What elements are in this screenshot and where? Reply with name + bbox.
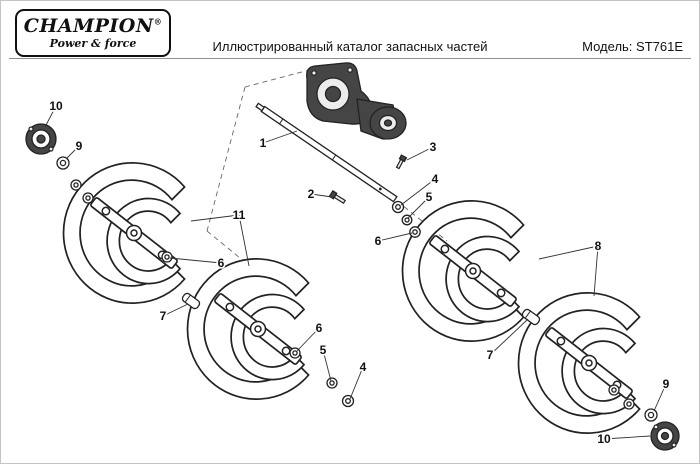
bearing-assembly-left [25,123,57,155]
auger-blade-right-upper [401,199,525,343]
washers-left [70,179,94,204]
locknut-left [161,251,173,263]
auger-blade-left-upper [62,161,186,305]
bolt-part-3 [395,154,408,170]
washer-stack-shaft-end [391,200,421,238]
callout-leader-line [489,318,529,356]
callout-leader-line [406,146,434,161]
callout-number: 9 [663,377,670,391]
callout-number: 7 [487,348,494,362]
callout-leader-line [190,214,240,222]
callout-number: 1 [260,136,267,150]
callout-leader-line [44,105,57,128]
callout-number: 6 [218,256,225,270]
auger-shaft [255,102,398,203]
washer-left-9 [56,156,70,170]
callout-leader-line [238,214,250,267]
champion-logo: CHAMPION® Power & force [15,9,171,57]
callout-number: 6 [316,321,323,335]
callout-leader-line [538,245,599,260]
callout-number: 9 [76,139,83,153]
hardware-right-end [608,384,658,422]
header-divider [9,58,691,59]
callout-leader-line [162,303,189,317]
callout-leader-line [407,196,430,219]
callout-number: 10 [597,432,611,446]
auger-blade-right-lower [517,291,641,435]
callout-layer: 10 9 1 2 3 4 5 6 11 6 7 6 5 4 7 8 9 10 [44,97,671,448]
callout-number: 2 [308,187,315,201]
callout-number: 3 [430,140,437,154]
callout-leader-line [603,435,651,440]
registered-trademark-symbol: ® [153,16,163,27]
callout-leader-line [296,327,320,352]
callout-leader-line [169,257,222,264]
bearing-assembly-right [650,421,680,451]
gearbox [306,62,407,140]
callout-leader-line [400,178,436,206]
callout-leader-line [322,349,332,382]
callout-number: 8 [595,239,602,253]
callout-number: 7 [160,309,167,323]
exploded-parts-diagram: 10 9 1 2 3 4 5 6 11 6 7 6 5 4 7 8 9 10 [25,62,680,451]
logo-brand-text: CHAMPION® [23,14,163,37]
callout-leader-line [349,366,364,400]
callout-number: 5 [320,343,327,357]
model-label: Модель: ST761E [582,39,683,54]
callout-number: 11 [233,208,246,222]
callout-number: 10 [49,99,63,113]
callout-leader-line [310,193,333,198]
callout-number: 4 [360,360,367,374]
callout-leader-line [653,383,667,412]
callout-number: 6 [375,234,382,248]
auger-blade-left-lower [186,257,310,401]
page-title: Иллюстрированный каталог запасных частей [212,39,488,54]
callout-leader-line [262,130,298,144]
callout-leader-line [377,232,413,242]
callout-number: 4 [432,172,439,186]
callout-leader-line [65,145,80,160]
bolt-part-2 [328,190,347,205]
callout-leader-line [593,245,599,297]
logo-tagline: Power & force [49,36,137,50]
callout-number: 5 [426,190,433,204]
